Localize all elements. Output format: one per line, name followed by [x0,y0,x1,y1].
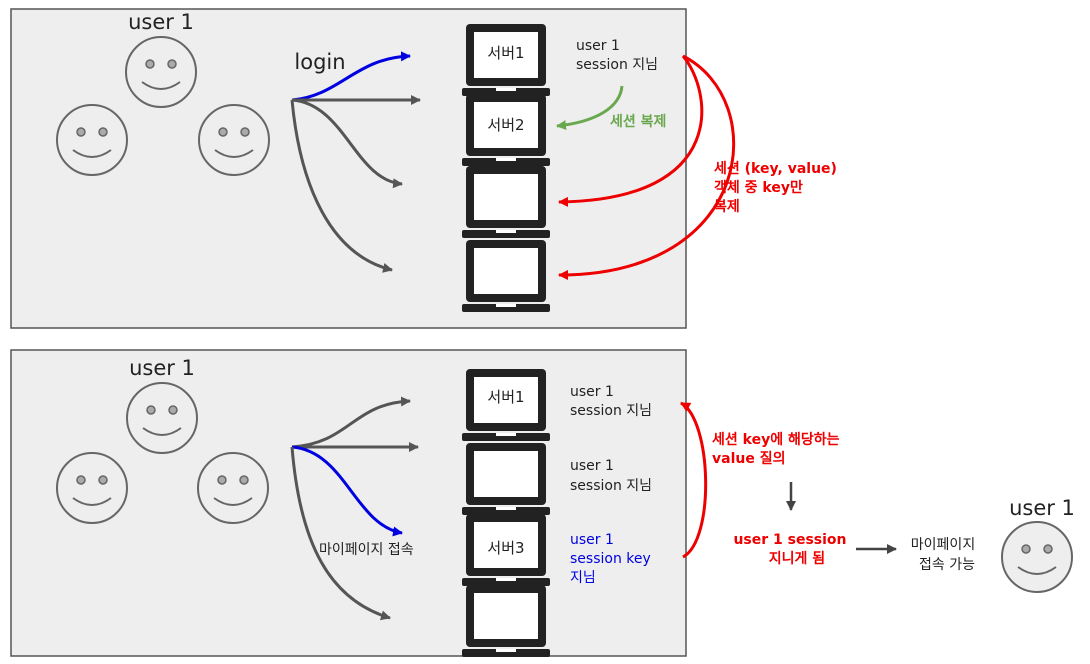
arrow-icon [556,85,624,131]
laptop-icon [462,443,550,515]
result-line2: 지니게 됨 [769,551,825,567]
session-line1: user 1 [576,38,620,54]
arrow-icon [558,54,736,280]
access-line2: 접속 가능 [919,557,975,573]
server3-label: 서버3 [487,539,524,557]
smiley-face-icon [56,104,128,176]
access-line1: 마이페이지 [911,537,975,553]
query-line2: value 질의 [712,450,785,467]
server1-label: 서버1 [487,44,524,62]
s2-line1: user 1 [570,458,614,474]
replicate-label: 세션 복제 [610,113,666,130]
arrow-icon [291,51,411,102]
arrow-icon [291,396,411,449]
outside-user-label: user 1 [1009,496,1075,520]
s3-line2: session key [570,551,651,567]
s2-line2: session 지님 [570,478,652,494]
arrow-icon [290,446,391,621]
session-line2: session 지님 [576,57,658,73]
smiley-face-icon [197,452,269,524]
laptop-icon [462,585,550,657]
arrow-icon [558,55,704,207]
key-copy-line3: 복제 [714,199,740,215]
bottom-server1-label: 서버1 [487,388,524,406]
top-user-label: user 1 [128,10,194,34]
s1-line2: session 지님 [570,403,652,419]
smiley-face-icon [125,36,197,108]
server2-label: 서버2 [487,116,524,134]
query-line1: 세션 key에 해당하는 [712,431,840,448]
s1-line1: user 1 [570,384,614,400]
login-label: login [294,50,345,74]
arrow-icon [291,98,403,189]
key-copy-line2: 객체 중 key만 [714,179,803,196]
smiley-face-icon [56,452,128,524]
result-line1: user 1 session [733,532,846,548]
mypage-label: 마이페이지 접속 [319,542,414,558]
laptop-icon [462,240,550,312]
s3-line1: user 1 [570,532,614,548]
key-copy-line1: 세션 (key, value) [714,160,837,177]
smiley-face-icon [126,382,198,454]
bottom-user-label: user 1 [129,356,195,380]
laptop-icon [462,166,550,238]
arrow-icon [680,401,708,559]
smiley-face-icon [1001,521,1073,593]
arrow-icon [290,99,393,273]
smiley-face-icon [198,104,270,176]
arrow-icon [291,445,403,537]
s3-line3: 지님 [570,570,596,586]
